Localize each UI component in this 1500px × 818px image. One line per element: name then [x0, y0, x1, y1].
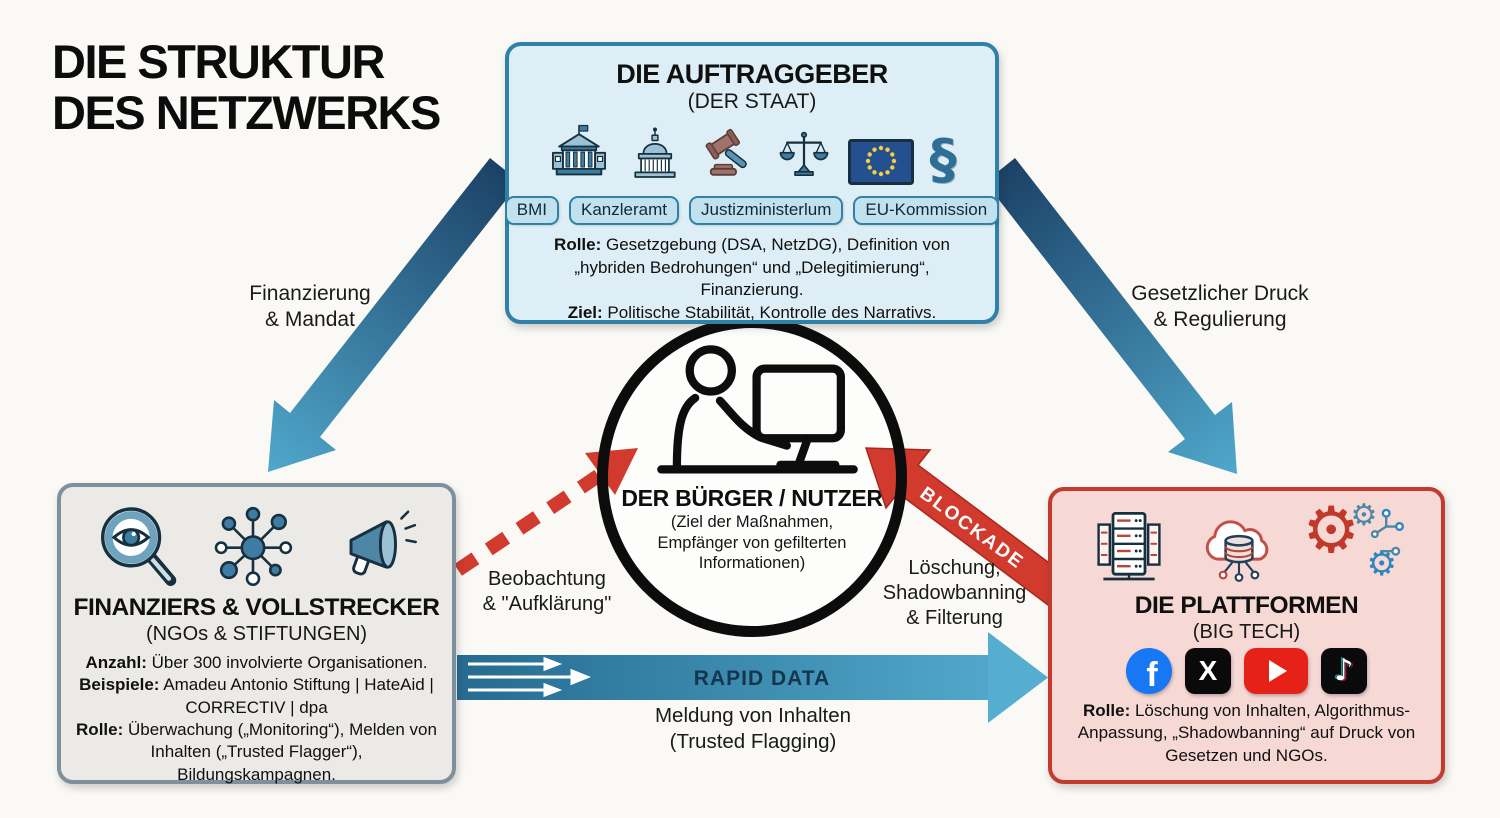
x-twitter-icon: X [1185, 647, 1231, 694]
chip-eu-kommission: EU-Kommission [853, 196, 1000, 226]
finanziers-anzahl-text: Anzahl: Über 300 involvierte Organisatio… [85, 652, 428, 672]
youtube-icon [1244, 647, 1308, 694]
beobachtung-label: Beobachtung& "Aufklärung" [482, 568, 612, 615]
auftraggeber-title: DIE AUFTRAGGEBER [616, 59, 888, 89]
finanziers-rolle-text: Rolle: Überwachung („Monitoring“), Melde… [76, 720, 437, 784]
server-rack-icon [1096, 511, 1161, 581]
scales-of-justice-icon [779, 132, 828, 177]
auftraggeber-rolle-text: Rolle: Gesetzgebung (DSA, NetzDG), Defin… [554, 235, 950, 300]
chip-justizministerium: Justizministerlum [689, 196, 844, 226]
plattformen-box: ⚙ ⚙ ⚙ DIE PLATTFORMEN (BIG TECH) f X ♪ R… [1048, 487, 1445, 784]
x-glyph: X [1198, 654, 1218, 686]
citizen-sub-1: (Ziel der Maßnahmen, [670, 513, 834, 531]
meldung-label: Meldung von Inhalten(Trusted Flagging) [654, 704, 852, 753]
network-nodes-icon [214, 506, 292, 586]
gear-large-icon: ⚙ [1302, 494, 1360, 568]
facebook-glyph: f [1146, 656, 1158, 694]
plattformen-rolle-text: Rolle: Löschung von Inhalten, Algorithmu… [1077, 700, 1416, 765]
finanziers-subtitle: (NGOs & STIFTUNGEN) [145, 622, 368, 645]
social-icons-row: f X ♪ [1052, 647, 1441, 694]
capitol-dome-icon [633, 127, 676, 179]
magnifier-eye-icon [100, 507, 176, 586]
finanziers-title: FINANZIERS & VOLLSTRECKER [73, 594, 440, 621]
citizen-sub-2: Empfänger von gefilterten [657, 533, 847, 552]
cloud-database-icon [1205, 520, 1268, 582]
finanziers-box: FINANZIERS & VOLLSTRECKER (NGOs & STIFTU… [57, 483, 456, 784]
chip-kanzleramt: Kanzleramt [569, 196, 679, 226]
chip-bmi: BMI [504, 196, 560, 226]
tiktok-glyph: ♪ [1334, 653, 1354, 689]
plattformen-subtitle: (BIG TECH) [1192, 620, 1301, 643]
auftraggeber-ziel-text: Ziel: Politische Stabilität, Kontrolle d… [567, 302, 937, 322]
citizen-sub-3: Informationen) [698, 554, 806, 573]
page-title-line1: DIE STRUKTUR [52, 35, 385, 88]
facebook-icon: f [1126, 647, 1172, 694]
page-title-line2: DES NETZWERKS [52, 86, 441, 140]
eu-flag-icon [847, 139, 914, 186]
auftraggeber-box: DIE AUFTRAGGEBER (DER STAAT) [504, 42, 1000, 324]
tiktok-icon: ♪ [1321, 647, 1367, 694]
loeschung-label: Löschung,Shadowbanning& Filterung [882, 557, 1027, 629]
citizen-circle: DER BÜRGER / NUTZER (Ziel der Maßnahmen,… [597, 317, 907, 637]
finanziers-beispiele-text: Beispiele: Amadeu Antonio Stiftung | Hat… [79, 675, 434, 717]
megaphone-icon [349, 510, 417, 576]
citizen-title: DER BÜRGER / NUTZER [621, 485, 883, 511]
gesetzlicher-druck-label: Gesetzlicher Druck& Regulierung [1131, 282, 1309, 332]
gear-network-lines [1370, 508, 1404, 556]
person-at-computer-icon [657, 345, 858, 474]
page-title: DIE STRUKTUR DES NETZWERKS [52, 35, 441, 140]
gears-network-icon: ⚙ ⚙ ⚙ [1303, 499, 1407, 587]
ministry-chip-row: BMI Kanzleramt Justizministerlum EU-Komm… [504, 196, 1000, 226]
auftraggeber-subtitle: (DER STAAT) [687, 90, 817, 114]
gavel-icon [705, 129, 747, 177]
paragraph-icon: § [929, 128, 957, 192]
gear-small-icon: ⚙ [1350, 498, 1378, 533]
finanzierung-mandat-label: Finanzierung& Mandat [249, 282, 371, 332]
plattformen-title: DIE PLATTFORMEN [1134, 592, 1359, 619]
government-building-icon [551, 125, 606, 176]
rapid-data-label: RAPID DATA [694, 667, 830, 690]
youtube-play-triangle [1269, 659, 1287, 682]
